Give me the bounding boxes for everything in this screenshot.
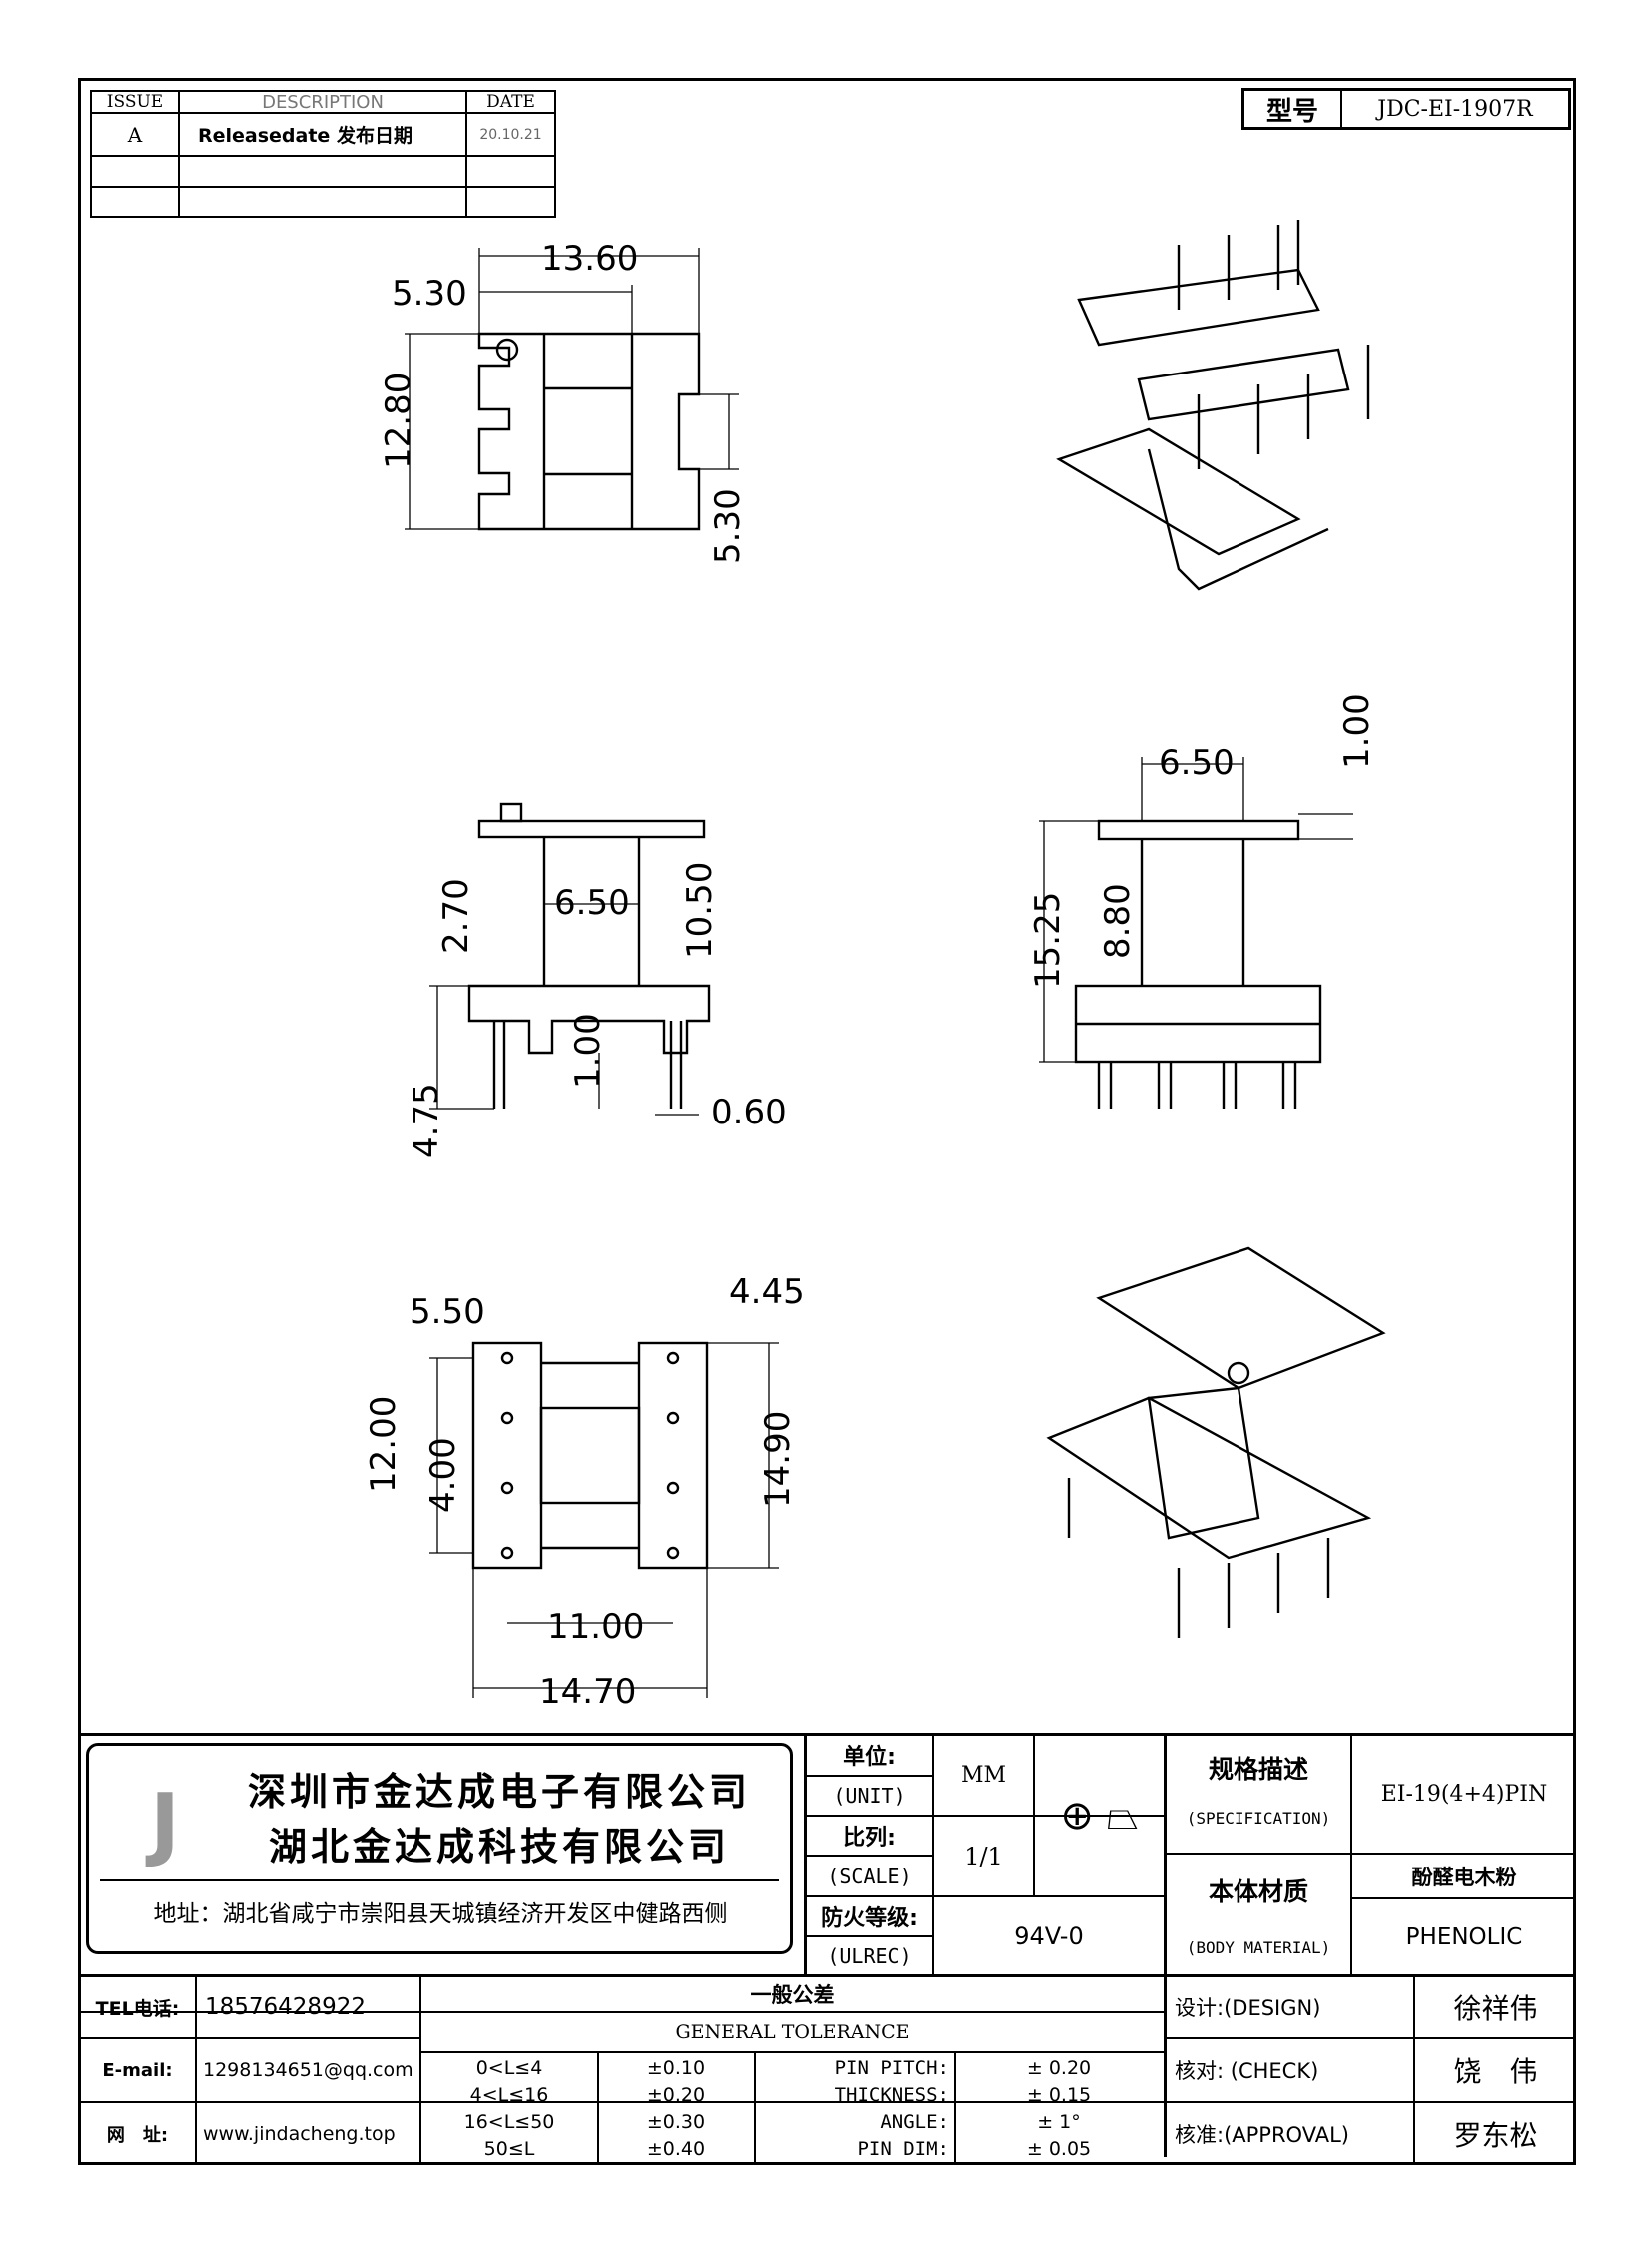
projection-symbol: ⊕ ⏢ [1060,1793,1139,1839]
design-label: 设计:(DESIGN) [1175,1996,1321,2020]
unit-label-en: (UNIT) [833,1784,906,1808]
email-value: 1298134651@qq.com [203,2059,413,2081]
company-name-2: 湖北金达成科技有限公司 [268,1824,730,1868]
dim-h: 4.75 [407,1083,446,1158]
dim-f: 10.50 [680,862,720,959]
tel-label: TEL电话: [95,1997,180,2020]
dim-m: 15.25 [1028,892,1068,989]
dim-i: 1.00 [568,1013,608,1089]
isometric-view-top [1056,220,1370,591]
description-value: Releasedate 发布日期 [198,125,413,147]
company-name-1: 深圳市金达成电子有限公司 [247,1769,751,1814]
bottom-view [429,1341,779,1698]
approval-name: 罗东松 [1453,2119,1538,2152]
dim-b: 5.30 [392,274,467,314]
scale-label: 比列: [843,1826,896,1851]
model-label: 型号 [1244,91,1342,127]
tol-values: ±0.10±0.20 ±0.30±0.40 [646,2057,706,2160]
tol-items: PIN PITCH:THICKNESS: ANGLE:PIN DIM: [834,2057,949,2160]
dim-c: 12.80 [379,373,418,469]
tolerance-title-en: GENERAL TOLERANCE [675,2021,910,2043]
dim-q: 12.00 [364,1396,404,1493]
scale-value: 1/1 [964,1842,1003,1870]
fire-label-en: (ULREC) [827,1943,912,1968]
dim-d: 5.30 [708,488,748,564]
side-view [1039,757,1353,1109]
fire-value: 94V-0 [1014,1921,1084,1950]
scale-label-en: (SCALE) [827,1864,912,1888]
issue-header: ISSUE [106,92,164,112]
date-header: DATE [486,92,535,112]
dim-o: 5.50 [410,1292,485,1332]
drawing-sheet [78,78,1576,2165]
tol-item-values: ± 0.20± 0.15 ± 1°± 0.05 [1026,2057,1092,2160]
email-label: E-mail: [102,2059,173,2081]
check-name: 饶 伟 [1453,2055,1538,2088]
approval-label: 核准:(APPROVAL) [1175,2123,1349,2147]
unit-value: MM [960,1762,1007,1788]
date-value: 20.10.21 [479,126,542,143]
dim-u: 14.70 [539,1672,636,1712]
tolerance-title-cn: 一般公差 [750,1983,835,2007]
material-label-en: (BODY MATERIAL) [1186,1937,1331,1957]
company-logo: J [150,1776,180,1869]
design-name: 徐祥伟 [1453,1992,1538,2025]
dim-g: 2.70 [436,878,476,954]
fire-label: 防火等级: [821,1906,918,1931]
spec-label: 规格描述 [1208,1755,1308,1784]
dim-p: 4.45 [729,1272,805,1312]
material-label: 本体材质 [1208,1876,1308,1906]
material-cn: 酚醛电木粉 [1411,1865,1517,1889]
dim-a: 13.60 [541,239,638,279]
dim-l: 1.00 [1337,693,1377,769]
model-box: 型号 JDC-EI-1907R [1241,88,1571,130]
dim-e: 6.50 [554,883,630,923]
dim-t: 11.00 [547,1607,644,1647]
tel-value: 18576428922 [205,1994,366,2020]
dim-j: 0.60 [711,1093,787,1132]
check-label: 核对: (CHECK) [1175,2059,1319,2083]
spec-value: EI-19(4+4)PIN [1380,1781,1548,1807]
spec-label-en: (SPECIFICATION) [1186,1808,1331,1828]
company-address: 地址：湖北省咸宁市崇阳县天城镇经济开发区中健路西侧 [153,1901,728,1927]
drawing-area: 13.60 5.30 12.80 5.30 6.50 10.50 2.70 4.… [364,220,1386,1712]
front-view [429,802,711,1116]
dim-r: 4.00 [423,1437,463,1513]
dim-s: 14.90 [758,1411,798,1508]
unit-label: 单位: [843,1745,896,1770]
description-header: DESCRIPTION [262,91,384,113]
web-label: 网 址: [106,2125,169,2146]
dim-n: 8.80 [1098,883,1138,959]
issue-value: A [127,122,143,147]
isometric-view-bottom [1046,1246,1386,1638]
material-en: PHENOLIC [1405,1923,1523,1950]
model-value: JDC-EI-1907R [1377,96,1533,122]
top-view [405,248,739,531]
dim-k: 6.50 [1159,743,1235,783]
web-value: www.jindacheng.top [203,2123,396,2145]
